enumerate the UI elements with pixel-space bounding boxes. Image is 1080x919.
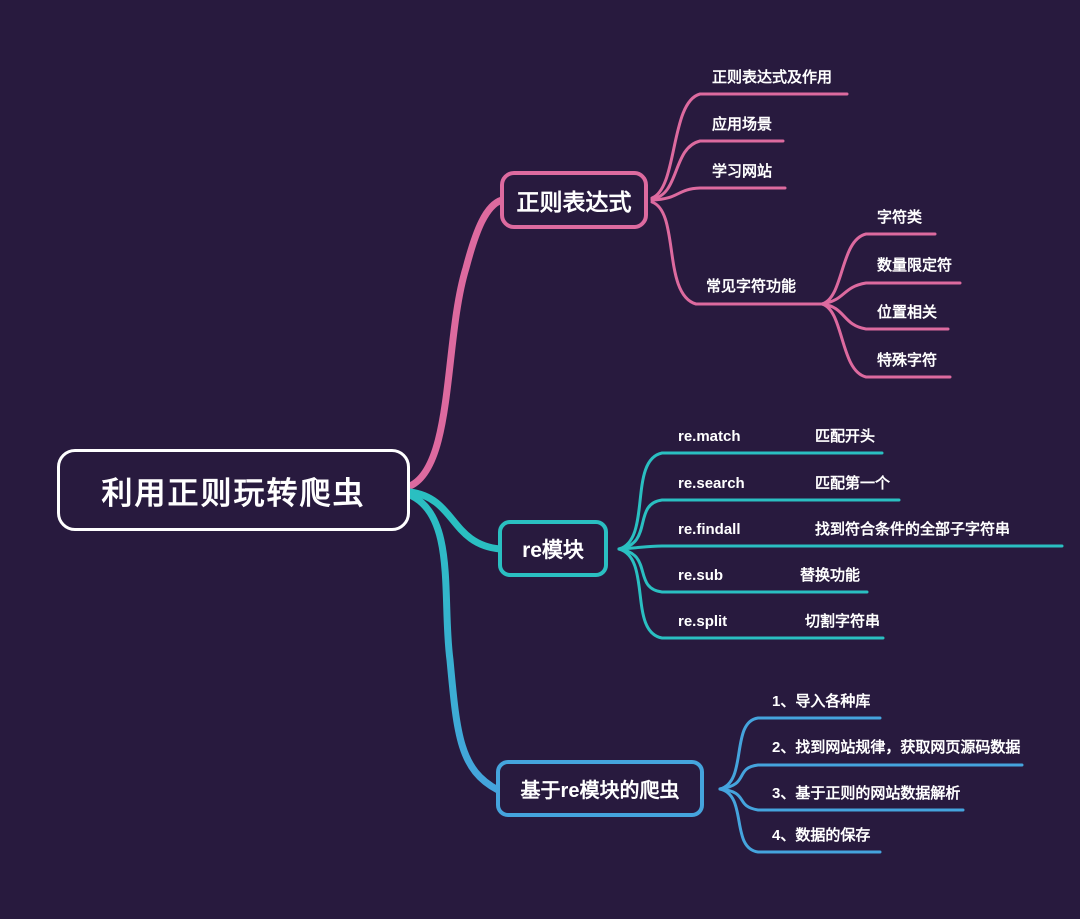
connector-app-scene [650, 139, 785, 201]
regex-child-connectors [650, 92, 962, 379]
connector-char-class [820, 232, 937, 306]
leaf-re-sub-keyword: re.sub [678, 567, 724, 584]
trunk-crawler [408, 492, 502, 794]
leaf-re-split-desc: 切割字符串 [805, 613, 881, 630]
root-node-label: 利用正则玩转爬虫 [101, 475, 366, 511]
branch-node-regex: 正则表达式 [500, 171, 648, 229]
leaf-step3: 3、基于正则的网站数据解析 [772, 785, 961, 802]
leaf-re-findall-keyword: re.findall [678, 521, 741, 538]
leaf-char-class: 字符类 [877, 209, 923, 226]
leaf-step4: 4、数据的保存 [772, 827, 871, 844]
connector-step2 [718, 763, 1024, 791]
connector-re-sub [617, 547, 869, 594]
leaf-re-match-keyword: re.match [678, 428, 741, 445]
leaf-re-search-desc: 匹配第一个 [815, 475, 891, 492]
connector-quantifier [820, 281, 962, 306]
leaf-re-match-desc: 匹配开头 [815, 428, 876, 445]
root-node: 利用正则玩转爬虫 [57, 449, 410, 531]
leaf-step1: 1、导入各种库 [772, 693, 871, 710]
re-module-child-connectors [617, 451, 1064, 640]
connector-common-chars [650, 200, 824, 306]
leaf-re-sub-desc: 替换功能 [800, 567, 861, 584]
branch-node-regex-label: 正则表达式 [516, 189, 632, 215]
trunk-regex [406, 196, 506, 490]
connector-re-findall [617, 544, 1064, 551]
branch-node-crawler: 基于re模块的爬虫 [496, 760, 704, 817]
leaf-re-split-keyword: re.split [678, 613, 728, 630]
connector-re-search [617, 498, 901, 551]
connector-step3 [718, 787, 965, 812]
connector-learn-site [650, 186, 787, 202]
branch-node-re-module-label: re模块 [522, 538, 584, 562]
trunk-re-module [406, 488, 504, 553]
leaf-position: 位置相关 [877, 304, 938, 321]
connector-position [820, 302, 950, 331]
leaf-regex-usage: 正则表达式及作用 [712, 69, 833, 86]
connector-special-chars [820, 302, 952, 379]
trunk-connectors [406, 196, 506, 794]
branch-node-crawler-label: 基于re模块的爬虫 [520, 780, 680, 802]
leaf-re-findall-desc: 找到符合条件的全部子字符串 [815, 521, 1011, 538]
crawler-child-connectors [718, 716, 1024, 854]
leaf-common-chars: 常见字符功能 [706, 278, 797, 295]
connector-step1 [718, 716, 882, 791]
leaf-quantifier: 数量限定符 [877, 257, 953, 274]
connector-re-match [617, 451, 884, 551]
leaf-re-search-keyword: re.search [678, 475, 745, 492]
leaf-learn-site: 学习网站 [712, 163, 773, 180]
connector-regex-usage [650, 92, 849, 200]
leaf-app-scene: 应用场景 [712, 116, 773, 133]
branch-node-re-module: re模块 [498, 520, 608, 577]
connector-step4 [718, 787, 882, 854]
leaf-step2: 2、找到网站规律，获取网页源码数据 [772, 739, 1021, 756]
connector-re-split [617, 547, 885, 640]
leaf-special-chars: 特殊字符 [877, 352, 938, 369]
